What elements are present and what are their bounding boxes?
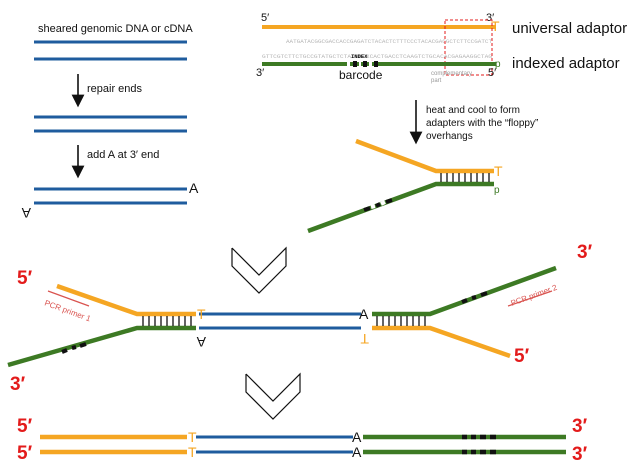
y-adapter-phosphate: p xyxy=(494,185,500,196)
indexed-adaptor-label: indexed adaptor xyxy=(512,55,620,72)
product-bottom-3prime: 3′ xyxy=(572,444,588,465)
product-a-bottom: A xyxy=(352,444,362,460)
indexed-phosphate: p xyxy=(495,59,501,70)
pcr-primer-1-mark xyxy=(47,290,90,307)
annealing-text-line1: heat and cool to form xyxy=(426,105,520,116)
universal-adaptor-label: universal adaptor xyxy=(512,20,627,37)
universal-5prime: 5′ xyxy=(261,12,269,24)
annealing-text-line3: overhangs xyxy=(426,131,473,142)
product-a-top: A xyxy=(352,429,362,445)
barcode-stripes xyxy=(347,61,378,67)
complementary-label-2: part xyxy=(431,78,442,84)
indexed-sequence: GTTCGTCTTCTGCCGTATGCTCTAINDEXCACTGACCTCA… xyxy=(262,54,492,60)
ligation-t-top: T xyxy=(197,306,206,322)
product-top-3prime: 3′ xyxy=(572,416,588,437)
ligation-left-5prime: 5′ xyxy=(17,268,33,289)
pcr-primer-2-mark xyxy=(507,290,553,307)
product-t-bottom: T xyxy=(188,444,197,460)
pcr-primer-2-label: PCR primer 2 xyxy=(510,283,559,308)
left-y-adapter xyxy=(7,283,196,368)
product-bottom-5prime: 5′ xyxy=(17,443,33,464)
indexed-5prime: 5′ xyxy=(488,67,496,79)
ligation-left-3prime: 3′ xyxy=(10,374,26,395)
barcode-label: barcode xyxy=(339,68,383,82)
universal-t-overhang: T xyxy=(491,18,500,34)
right-y-adapter xyxy=(372,265,557,359)
product-t-top: T xyxy=(188,429,197,445)
universal-sequence: AATGATACGGCGACCACCGAGATCTACACTCTTTCCCTAC… xyxy=(286,39,492,45)
universal-3prime: 3′ xyxy=(486,12,494,24)
chevron-down-icon xyxy=(231,246,287,294)
indexed-3prime: 3′ xyxy=(256,67,264,79)
add-a-label: add A at 3′ end xyxy=(87,149,159,161)
complementary-label-1: complementary xyxy=(431,71,472,77)
ligation-right-5prime: 5′ xyxy=(514,346,530,367)
index-label: INDEX xyxy=(351,53,368,60)
ligation-a-top: A xyxy=(359,306,369,322)
complementary-region-box xyxy=(444,19,493,76)
sheared-dna-title: sheared genomic DNA or cDNA xyxy=(38,23,193,35)
repair-ends-label: repair ends xyxy=(87,83,143,95)
y-adapter xyxy=(307,138,494,234)
pcr-primer-1-label: PCR primer 1 xyxy=(43,298,92,323)
a-overhang-top: A xyxy=(189,180,199,196)
ligation-right-3prime: 3′ xyxy=(577,242,593,263)
y-adapter-t-overhang: T xyxy=(494,163,503,179)
annealing-text-line2: adapters with the “floppy” xyxy=(426,118,538,129)
chevron-down-icon xyxy=(245,372,301,420)
ligation-t-bottom: T xyxy=(360,331,369,347)
product-top-5prime: 5′ xyxy=(17,416,33,437)
ligation-a-bottom: A xyxy=(196,334,206,350)
a-overhang-bottom: A xyxy=(21,205,31,221)
